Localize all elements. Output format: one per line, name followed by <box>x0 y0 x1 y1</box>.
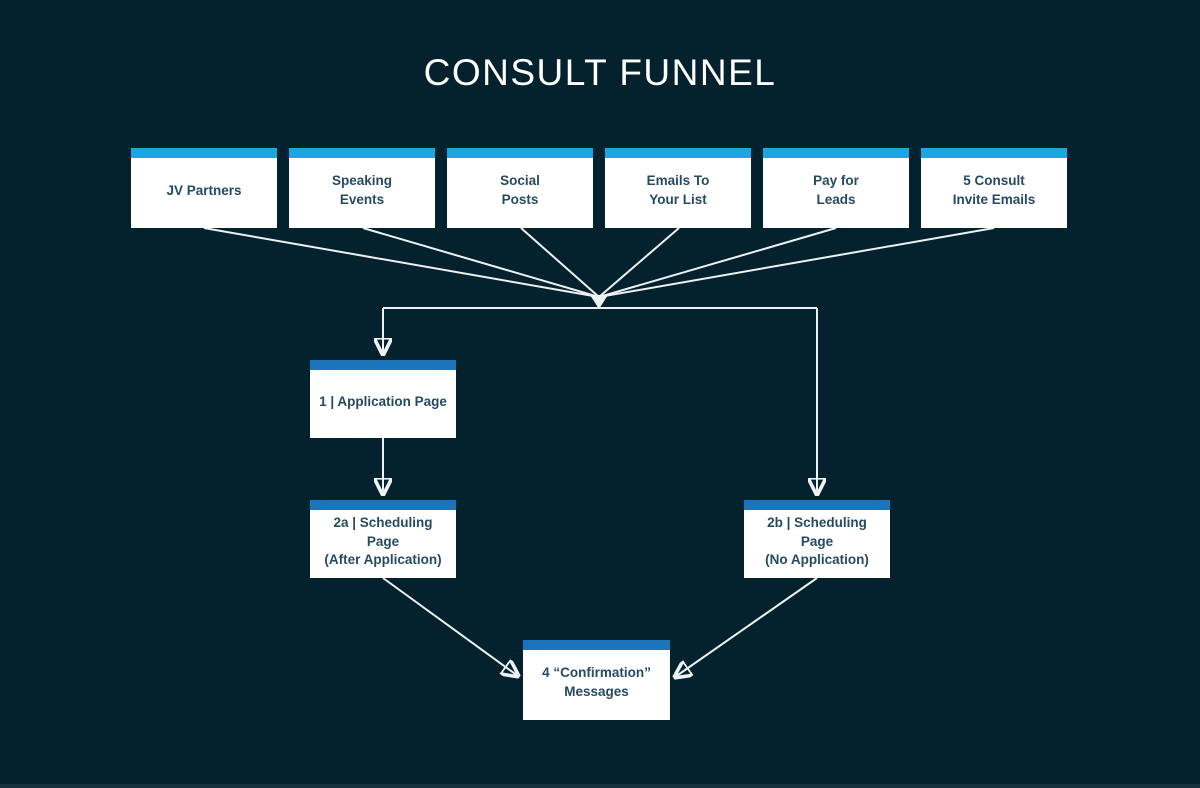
flow-label: 2b | Scheduling Page (No Application) <box>765 514 869 568</box>
source-box-pay-for-leads: Pay for Leads <box>763 148 909 228</box>
box-top-bar <box>131 148 277 158</box>
flow-box-application-page: 1 | Application Page <box>310 360 456 438</box>
source-box-consult-invite-emails: 5 Consult Invite Emails <box>921 148 1067 228</box>
box-top-bar <box>310 500 456 510</box>
source-label: 5 Consult Invite Emails <box>952 173 1036 207</box>
flow-label: 2a | Scheduling Page (After Application) <box>324 514 442 568</box>
bottom-edge-strip <box>0 784 1200 788</box>
box-top-bar <box>921 148 1067 158</box>
source-converge-lines <box>203 227 995 309</box>
diagram-title: CONSULT FUNNEL <box>423 52 777 93</box>
box-top-bar <box>523 640 670 650</box>
source-label: Emails To Your List <box>646 173 710 207</box>
box-top-bar <box>744 500 890 510</box>
flow-label: 1 | Application Page <box>319 393 447 409</box>
source-box-social-posts: Social Posts <box>447 148 593 228</box>
source-label: JV Partners <box>166 182 242 198</box>
split-connector <box>383 307 817 494</box>
arrow-2a-to-confirmation <box>382 577 518 676</box>
box-top-bar <box>310 360 456 370</box>
box-top-bar <box>605 148 751 158</box>
source-box-jv-partners: JV Partners <box>131 148 277 228</box>
arrow-2b-to-confirmation <box>675 577 818 677</box>
source-box-emails-to-your-list: Emails To Your List <box>605 148 751 228</box>
source-label: Social Posts <box>500 173 540 207</box>
flow-label: 4 “Confirmation” Messages <box>542 665 651 699</box>
box-top-bar <box>447 148 593 158</box>
flow-box-scheduling-after-application: 2a | Scheduling Page (After Application) <box>310 500 456 578</box>
converge-arrowhead <box>590 295 608 309</box>
source-box-speaking-events: Speaking Events <box>289 148 435 228</box>
box-top-bar <box>763 148 909 158</box>
source-label: Speaking Events <box>331 173 393 207</box>
source-label: Pay for Leads <box>813 173 859 207</box>
flow-box-scheduling-no-application: 2b | Scheduling Page (No Application) <box>744 500 890 578</box>
box-top-bar <box>289 148 435 158</box>
flow-box-confirmation-messages: 4 “Confirmation” Messages <box>523 640 670 720</box>
